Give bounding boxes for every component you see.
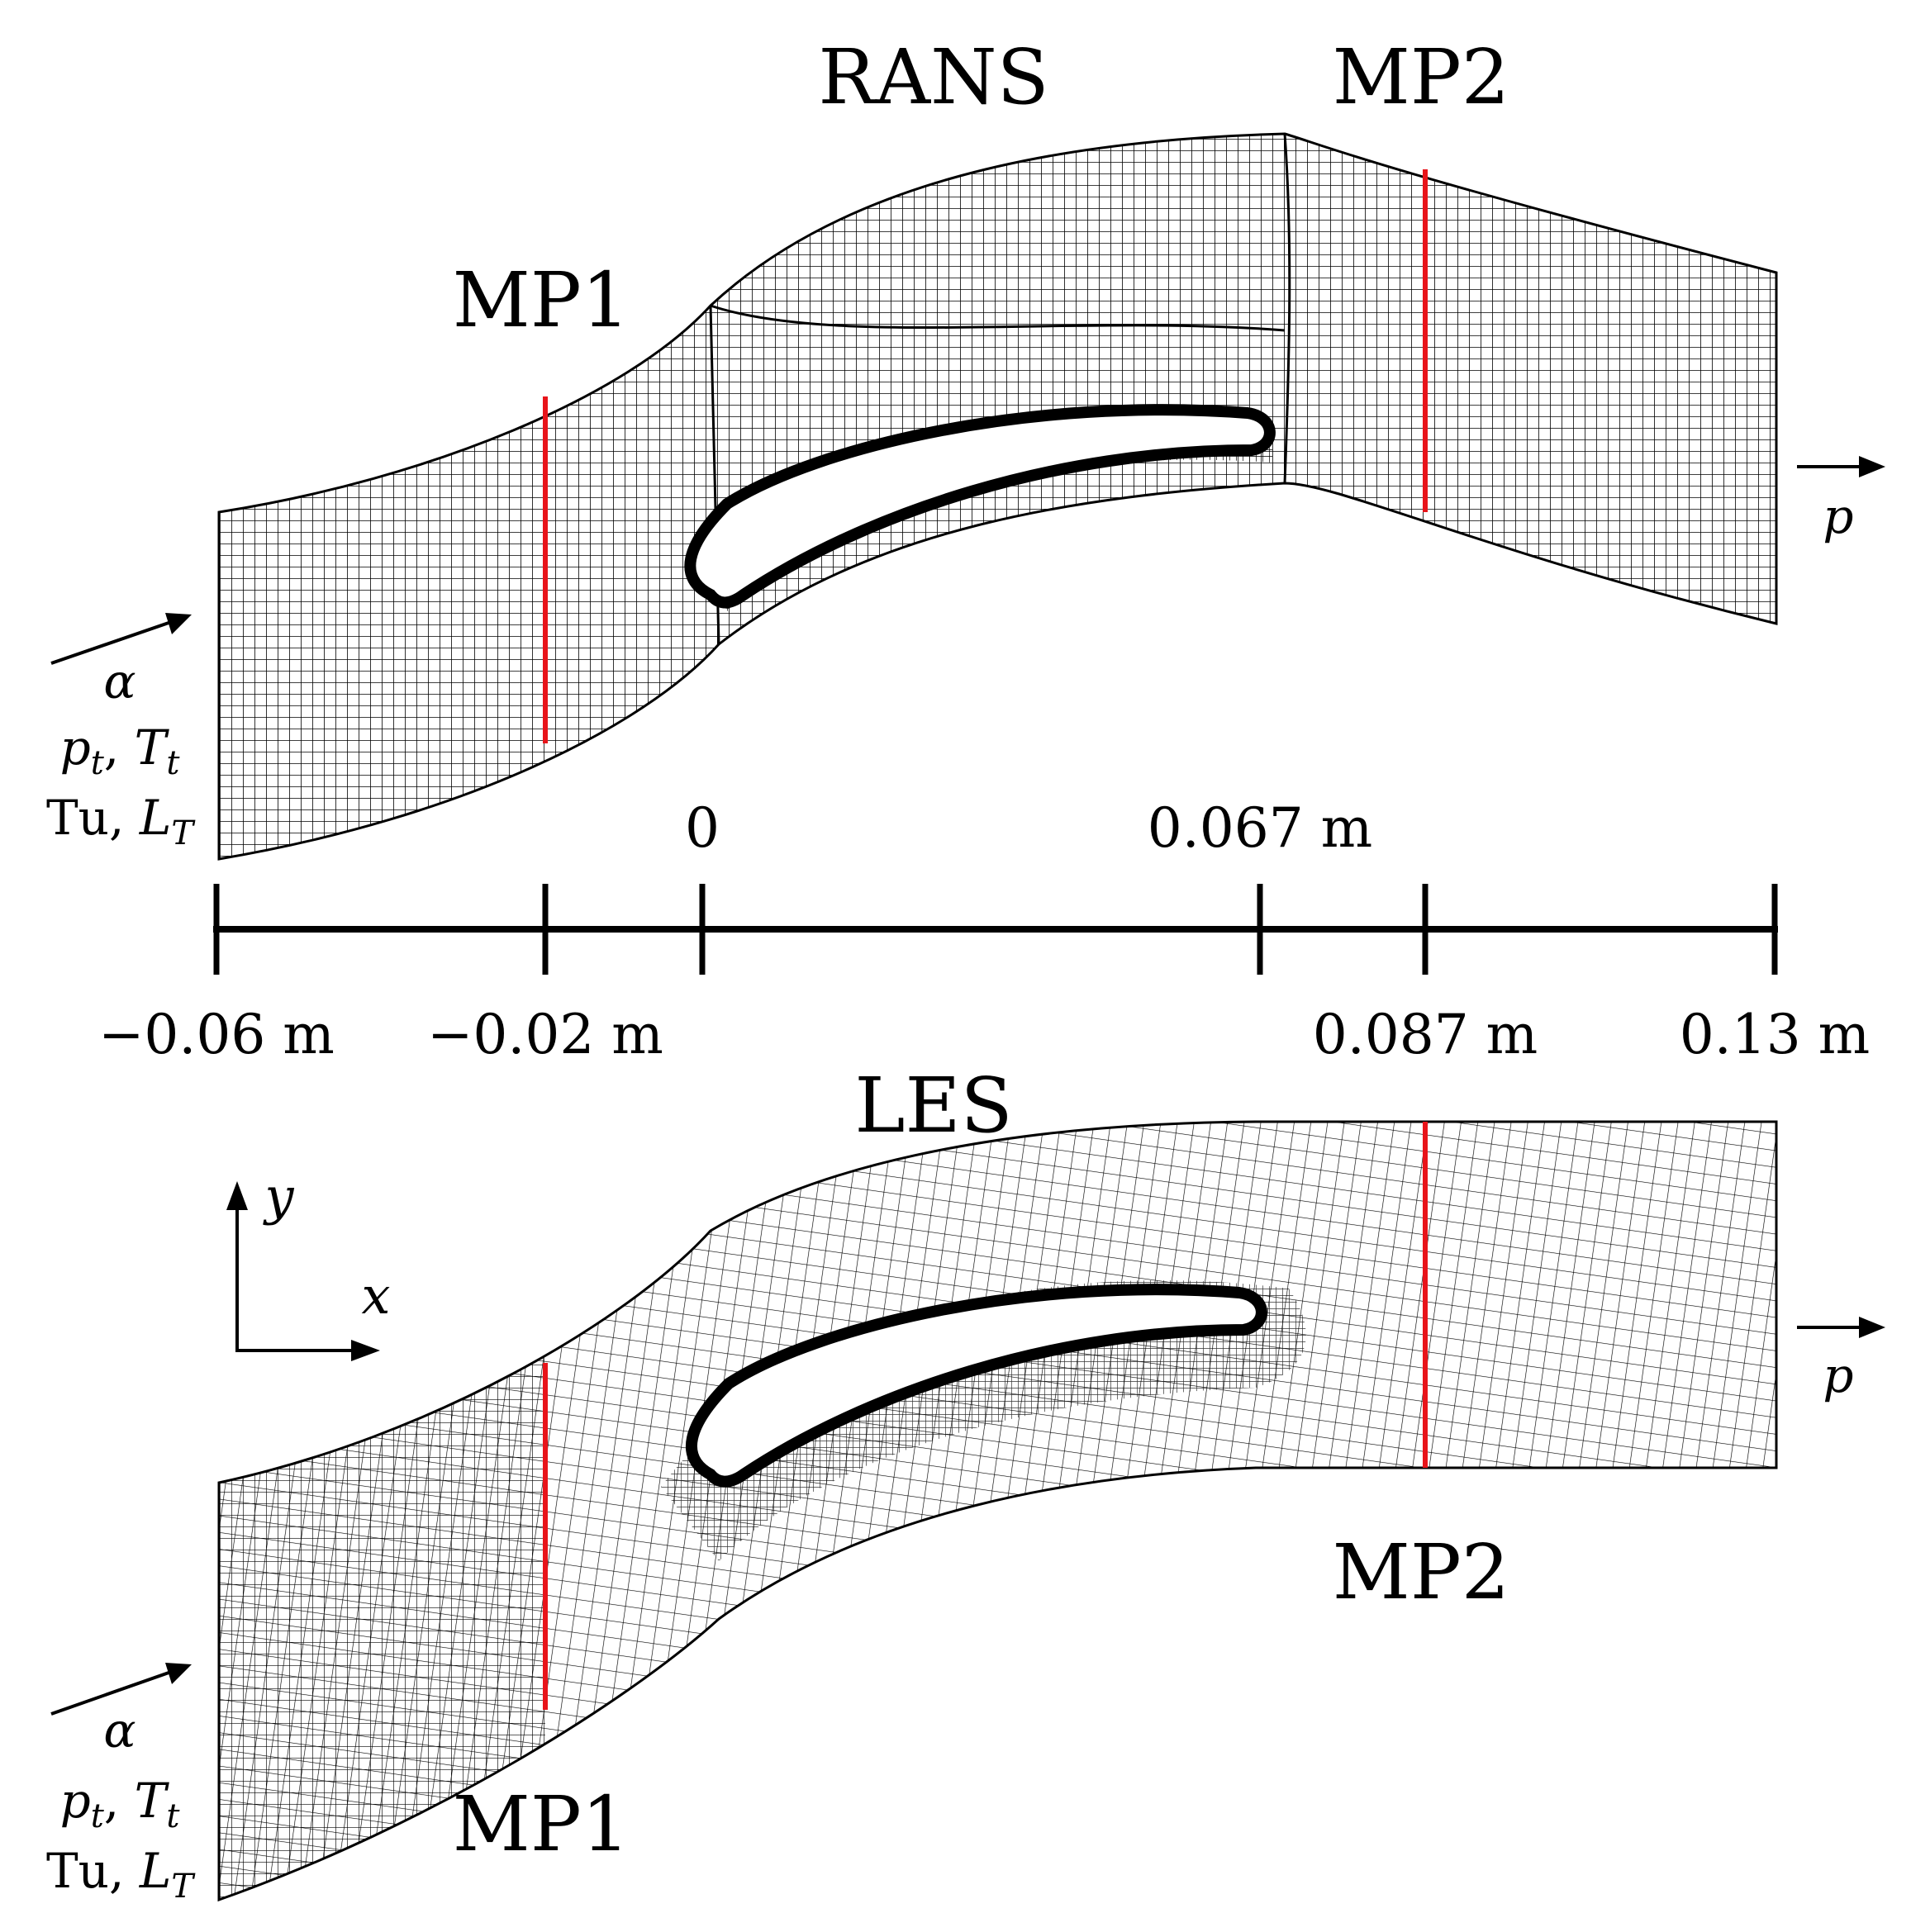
- rans-outlet-p: p: [1823, 488, 1853, 544]
- scale-label-0-13: 0.13 m: [1680, 1003, 1871, 1066]
- rans-panel: RANS MP2 MP1 α pt, Tt Tu, LT p: [46, 33, 1885, 861]
- scale-label-minus-0-06: −0.06 m: [98, 1003, 335, 1066]
- les-title: LES: [854, 1061, 1012, 1150]
- rans-mp2-label: MP2: [1333, 33, 1510, 121]
- rans-mp1-label: MP1: [453, 256, 630, 344]
- rans-inlet-pt-tt: pt, Tt: [60, 719, 181, 782]
- les-inlet-alpha: α: [103, 1702, 135, 1759]
- les-inlet-pt-tt: pt, Tt: [60, 1773, 181, 1835]
- les-inlet-arrow: [50, 1663, 192, 1716]
- axis-y-label: y: [262, 1166, 294, 1227]
- les-domain-outline: [217, 1120, 1778, 1902]
- rans-blade: [684, 404, 1276, 609]
- xy-axes-icon: [226, 1181, 380, 1361]
- les-outlet-arrow: [1797, 1317, 1885, 1338]
- scale-label-minus-0-02: −0.02 m: [427, 1003, 663, 1066]
- scale-label-0: 0: [685, 796, 720, 860]
- position-scale-bar: 0 0.067 m −0.06 m −0.02 m 0.087 m 0.13 m: [98, 796, 1870, 1066]
- rans-mesh: [219, 133, 1776, 859]
- scale-label-0-087: 0.087 m: [1313, 1003, 1538, 1066]
- les-outlet-p: p: [1823, 1347, 1853, 1403]
- rans-inlet-tu-lt: Tu, LT: [46, 790, 196, 852]
- les-inlet-tu-lt: Tu, LT: [46, 1843, 196, 1906]
- les-mesh: [219, 1122, 1776, 1900]
- les-mp2-label: MP2: [1333, 1528, 1510, 1616]
- rans-title: RANS: [818, 33, 1048, 121]
- rans-domain-outline: [217, 132, 1778, 861]
- rans-inlet-arrow: [50, 613, 192, 665]
- axis-x-label: x: [362, 1265, 391, 1326]
- scale-label-0-067: 0.067 m: [1148, 796, 1373, 860]
- rans-inlet-alpha: α: [103, 653, 135, 710]
- les-panel: LES MP2 MP1 y x α pt, Tt Tu, LT p: [46, 1061, 1885, 1906]
- les-blade: [686, 1284, 1267, 1488]
- rans-outlet-arrow: [1797, 456, 1885, 477]
- les-mp1-label: MP1: [453, 1780, 630, 1868]
